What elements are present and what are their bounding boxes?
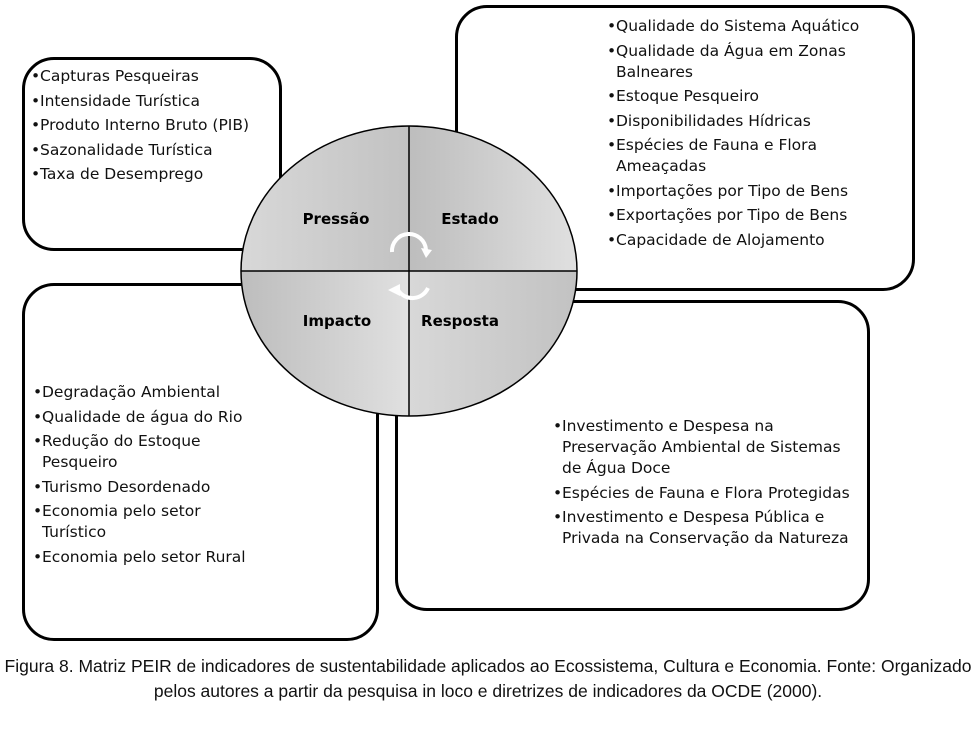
impacto-label: Impacto: [303, 312, 371, 330]
resposta-quadrant: [409, 271, 577, 416]
resposta-label: Resposta: [421, 312, 499, 330]
indicator-item: Espécies de Fauna e Flora Ameaçadas: [607, 135, 907, 177]
indicator-item: Investimento e Despesa na Preservação Am…: [553, 416, 863, 479]
arrow-head-icon: [388, 284, 400, 296]
pressao-list: Capturas PesqueirasIntensidade Turística…: [31, 66, 251, 189]
indicator-item: Economia pelo setor Rural: [33, 547, 263, 568]
impacto-list: Degradação AmbientalQualidade de água do…: [33, 382, 263, 571]
arrow-head-icon: [421, 248, 432, 258]
indicator-item: Sazonalidade Turística: [31, 140, 251, 161]
indicator-item: Capturas Pesqueiras: [31, 66, 251, 87]
indicator-item: Produto Interno Bruto (PIB): [31, 115, 251, 136]
indicator-item: Qualidade de água do Rio: [33, 407, 263, 428]
indicator-item: Espécies de Fauna e Flora Protegidas: [553, 483, 863, 504]
indicator-item: Investimento e Despesa Pública e Privada…: [553, 507, 863, 549]
figure-caption: Figura 8. Matriz PEIR de indicadores de …: [4, 656, 972, 701]
indicator-item: Degradação Ambiental: [33, 382, 263, 403]
resposta-list: Investimento e Despesa na Preservação Am…: [553, 416, 863, 553]
indicator-item: Turismo Desordenado: [33, 477, 263, 498]
indicator-item: Exportações por Tipo de Bens: [607, 205, 907, 226]
indicator-item: Redução do Estoque Pesqueiro: [33, 431, 263, 473]
indicator-item: Disponibilidades Hídricas: [607, 111, 907, 132]
indicator-item: Intensidade Turística: [31, 91, 251, 112]
cycle-arrow-icon: [389, 232, 430, 301]
impacto-quadrant: [241, 271, 409, 416]
indicator-item: Economia pelo setor Turístico: [33, 501, 263, 543]
estado-quadrant: [409, 126, 577, 271]
indicator-item: Taxa de Desemprego: [31, 164, 251, 185]
indicator-item: Importações por Tipo de Bens: [607, 181, 907, 202]
indicator-item: Capacidade de Alojamento: [607, 230, 907, 251]
indicator-item: Estoque Pesqueiro: [607, 86, 907, 107]
estado-label: Estado: [441, 210, 499, 228]
indicator-item: Qualidade da Água em Zonas Balneares: [607, 41, 907, 83]
estado-list: Qualidade do Sistema AquáticoQualidade d…: [607, 16, 907, 254]
indicator-item: Qualidade do Sistema Aquático: [607, 16, 907, 37]
pressao-quadrant: [241, 126, 409, 271]
pressao-label: Pressão: [303, 210, 370, 228]
